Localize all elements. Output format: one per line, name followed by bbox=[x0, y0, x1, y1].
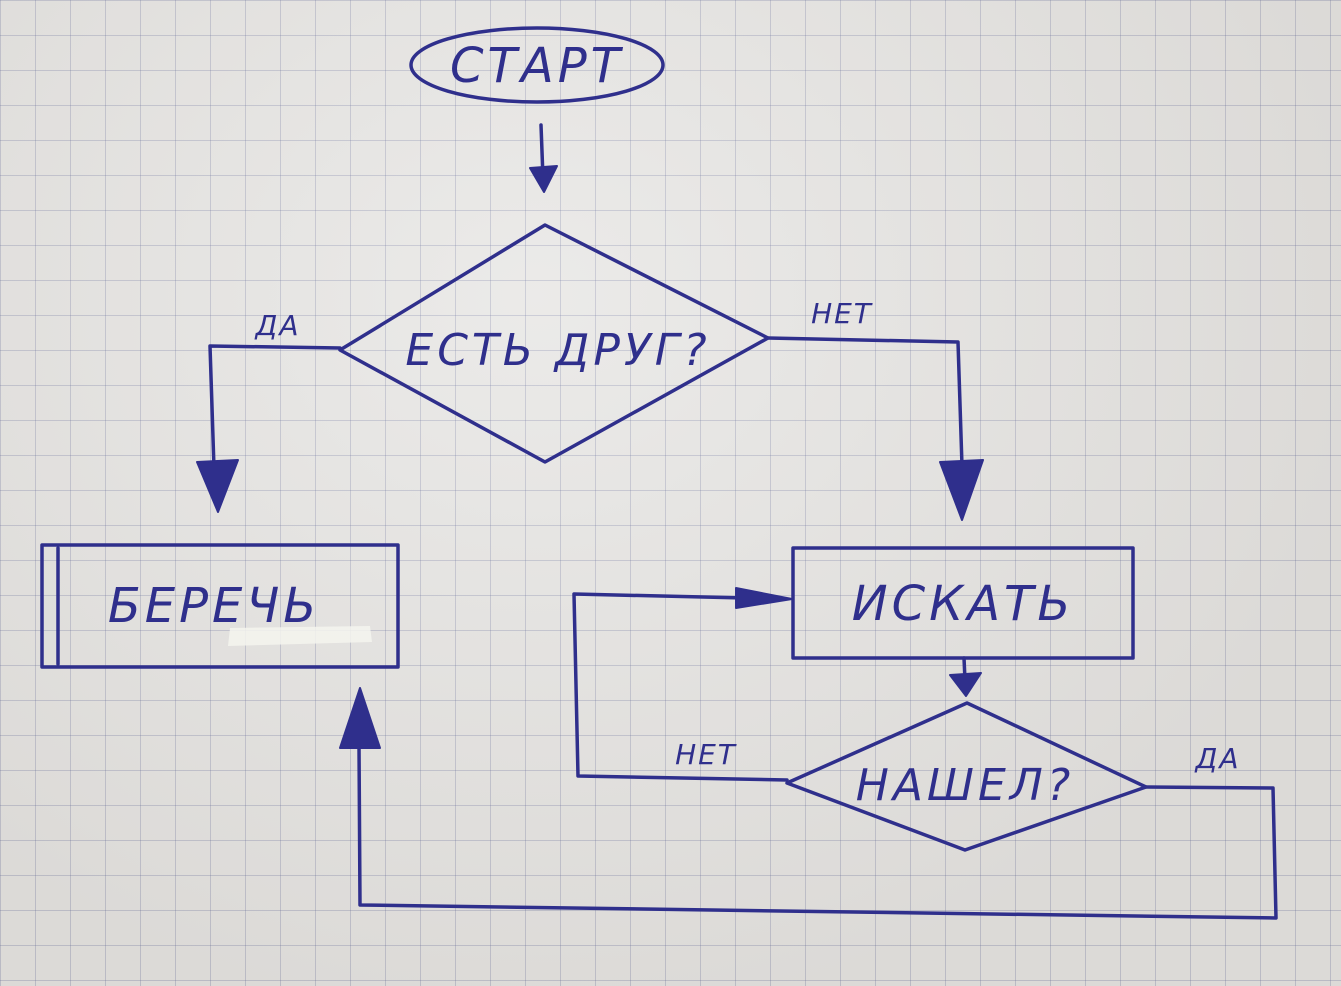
decision-found-node: НАШЕЛ? bbox=[785, 701, 1148, 852]
process-search-node: ИСКАТЬ bbox=[791, 546, 1135, 660]
connector-line bbox=[357, 743, 1278, 920]
decision-found-label: НАШЕЛ? bbox=[856, 760, 1074, 811]
decision-diamond bbox=[785, 701, 1148, 852]
yes-label-left: ДА bbox=[253, 309, 300, 342]
arrowhead-down-icon bbox=[949, 672, 982, 697]
no-label-loop: НЕТ bbox=[675, 738, 737, 771]
start-label: СТАРТ bbox=[450, 38, 624, 94]
arrowhead-down-icon bbox=[196, 459, 239, 513]
arrowhead-down-icon bbox=[939, 459, 984, 521]
arrowhead-down-icon bbox=[529, 165, 558, 193]
branch-no-loop: НЕТ bbox=[572, 587, 793, 782]
branch-yes-left: ДА bbox=[196, 309, 342, 513]
process-keep-label: БЕРЕЧЬ bbox=[108, 578, 320, 634]
correction-fluid-mark bbox=[228, 626, 372, 646]
start-node: СТАРТ bbox=[409, 26, 665, 104]
decision-diamond bbox=[338, 223, 770, 464]
arrowhead-right-icon bbox=[735, 587, 793, 609]
arrowhead-up-icon bbox=[339, 687, 381, 749]
arrow-start-to-decision bbox=[529, 123, 558, 193]
branch-no-right: НЕТ bbox=[766, 297, 984, 521]
connector-line bbox=[766, 336, 964, 468]
no-label-right: НЕТ bbox=[811, 297, 873, 330]
connector-line bbox=[208, 344, 342, 470]
branch-yes-found: ДА bbox=[339, 687, 1278, 920]
decision-friend-node: ЕСТЬ ДРУГ? bbox=[338, 223, 770, 464]
process-keep-node: БЕРЕЧЬ bbox=[40, 543, 400, 669]
arrow-search-to-found bbox=[949, 656, 982, 697]
start-oval bbox=[409, 26, 665, 104]
process-search-label: ИСКАТЬ bbox=[852, 576, 1075, 632]
process-keep-box bbox=[40, 543, 400, 669]
yes-label-found: ДА bbox=[1193, 742, 1240, 775]
connector-line bbox=[572, 592, 789, 782]
decision-friend-label: ЕСТЬ ДРУГ? bbox=[405, 325, 710, 376]
